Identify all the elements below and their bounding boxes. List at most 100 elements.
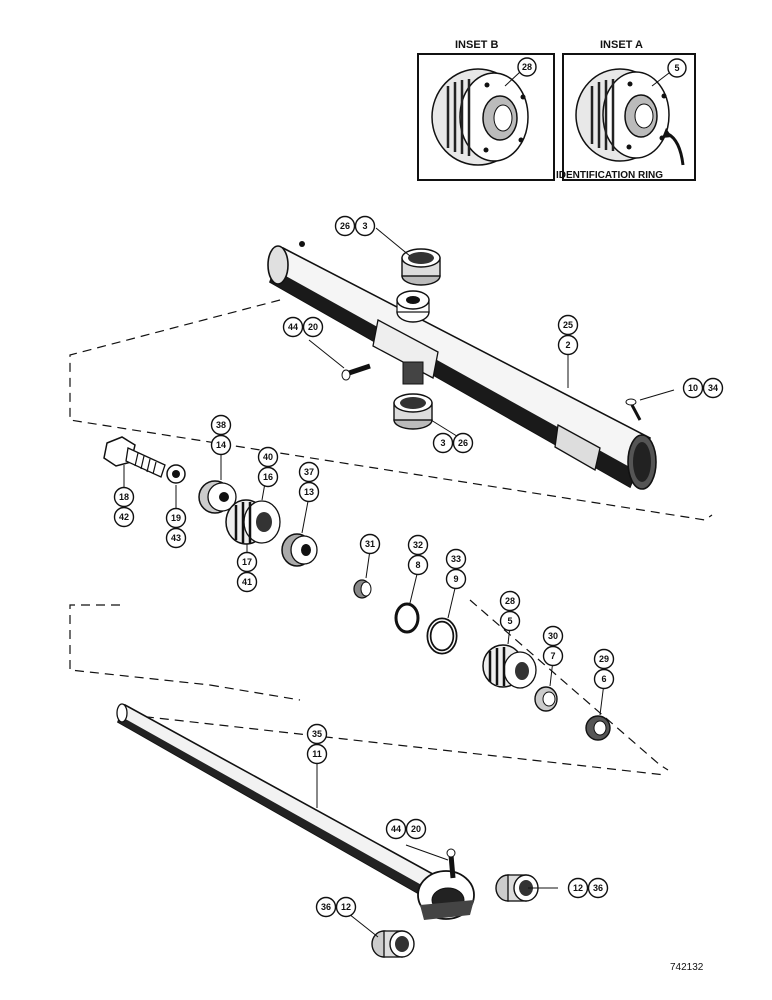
callout-circle [445, 548, 467, 570]
inset-b: INSET B 28 [417, 39, 555, 181]
rod-bushing-left [371, 930, 415, 958]
lower-bushing [393, 393, 433, 430]
callout-circle [165, 507, 187, 529]
backup-ring [426, 617, 458, 655]
callout-number: 12 [341, 902, 351, 912]
callout-number: 7 [550, 651, 555, 661]
callout-circle [210, 434, 232, 456]
drawing-number: 742132 [670, 962, 704, 973]
callout-circle [354, 215, 376, 237]
callout-circle [567, 877, 589, 899]
callout-number: 5 [507, 616, 512, 626]
inset-b-gland-drawing [431, 68, 529, 166]
callout-circle [702, 377, 724, 399]
callout-circle [407, 554, 429, 576]
callout-circle [236, 571, 258, 593]
callout-circle [445, 568, 467, 590]
o-ring [394, 602, 420, 634]
callout-circle [298, 461, 320, 483]
callout-number: 38 [216, 420, 226, 430]
wiper-seal [585, 715, 611, 741]
inset-b-title: INSET B [455, 39, 498, 51]
callout-circle [557, 334, 579, 356]
callout-number: 6 [601, 674, 606, 684]
callout-number: 44 [391, 824, 401, 834]
grease-fitting-lower [446, 848, 456, 879]
callout-circle [452, 432, 474, 454]
cylinder-gland [482, 644, 537, 689]
callout-circle [359, 533, 381, 555]
callout-number: 32 [413, 540, 423, 550]
callout-25-2: 25 2 [557, 314, 579, 356]
callout-number: 31 [365, 539, 375, 549]
callout-circle [236, 551, 258, 573]
callout-circle [302, 316, 324, 338]
callout-circle [165, 527, 187, 549]
callout-number: 17 [242, 557, 252, 567]
callout-circle [593, 648, 615, 670]
callout-number: 43 [171, 533, 181, 543]
callout-circle [257, 466, 279, 488]
callout-number: 14 [216, 440, 226, 450]
callout-30-7: 307 [542, 625, 564, 667]
callout-circle [113, 506, 135, 528]
callout-circle [298, 481, 320, 503]
inset-a-callout: 5 [667, 58, 687, 78]
callout-number: 8 [415, 560, 420, 570]
leader-lines [123, 227, 675, 938]
callout-circle [282, 316, 304, 338]
callout-number: 44 [288, 322, 298, 332]
grease-fitting-upper [341, 363, 371, 381]
callout-circle [499, 590, 521, 612]
inset-a-gland-drawing [575, 68, 670, 162]
callout-circle [542, 625, 564, 647]
callout-number: 11 [312, 749, 322, 759]
callout-number: 13 [304, 487, 314, 497]
callout-number: 19 [171, 513, 181, 523]
callout-number: 16 [263, 472, 273, 482]
callout-circle [335, 896, 357, 918]
svg-text:5: 5 [674, 63, 679, 73]
callout-circle [542, 645, 564, 667]
callout-number: 2 [565, 340, 570, 350]
callout-number: 3 [362, 221, 367, 231]
callout-circle [306, 723, 328, 745]
inset-a-title: INSET A [600, 39, 643, 51]
callout-number: 37 [304, 467, 314, 477]
callout-37-13: 37 13 [298, 461, 320, 503]
callout-number: 42 [119, 512, 129, 522]
callout-circle [593, 668, 615, 690]
callout-circle [257, 446, 279, 468]
cylinder-barrel [267, 241, 657, 490]
callout-circle [385, 818, 407, 840]
callout-number: 29 [599, 654, 609, 664]
inset-b-callout: 28 [517, 57, 537, 77]
callout-28-5: 285 [499, 590, 521, 632]
callout-circle [407, 534, 429, 556]
assembly-guide-lines [69, 299, 713, 776]
callout-number: 36 [593, 883, 603, 893]
callout-circle [499, 610, 521, 632]
callout-33-9: 339 [445, 548, 467, 590]
callout-number: 41 [242, 577, 252, 587]
callout-circle [682, 377, 704, 399]
callout-circle [334, 215, 356, 237]
callout-circle [557, 314, 579, 336]
callout-circle [306, 743, 328, 765]
callout-number: 25 [563, 320, 573, 330]
callout-number: 9 [453, 574, 458, 584]
washer [166, 464, 186, 484]
